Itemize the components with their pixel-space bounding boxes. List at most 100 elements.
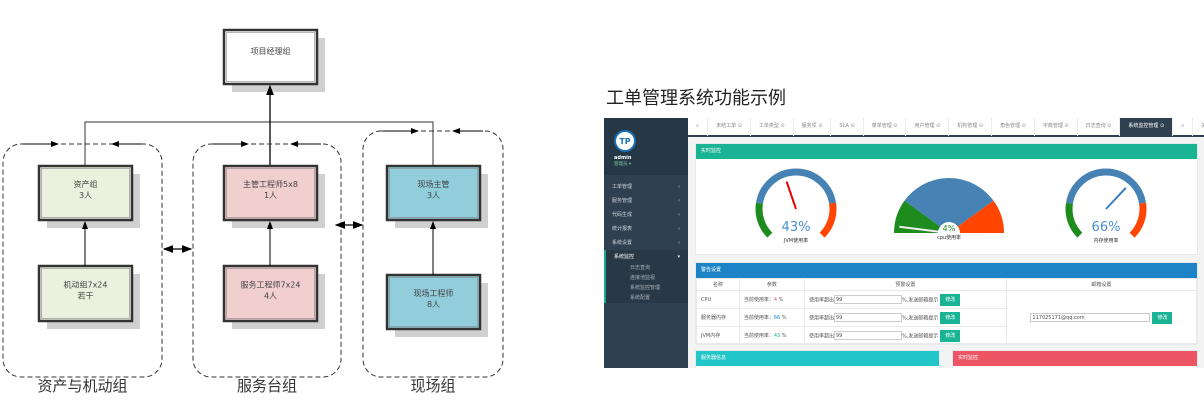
tab[interactable]: 机构管理 ⊙ — [949, 118, 993, 136]
box-lower-text: 机动组7x24 — [63, 280, 107, 290]
gauge-hub — [938, 222, 960, 244]
gauge-needle — [785, 181, 797, 210]
gauge-label: 内存使用率 — [1093, 237, 1118, 244]
chevron-icon: ‹ — [678, 225, 680, 232]
threshold-input[interactable]: 99 — [833, 313, 902, 322]
username: admin — [614, 155, 632, 161]
email-input[interactable]: 117025171@qq.com — [1030, 313, 1151, 322]
sidebar-item[interactable]: 代码生成 ‹ — [604, 208, 688, 221]
box-lower-text: 若干 — [78, 291, 94, 301]
submenu-item[interactable]: 系统配置 — [604, 293, 688, 303]
gauge-green-band — [755, 202, 773, 238]
param-label: 当前使用率： — [743, 333, 774, 339]
column-header: 名称 — [696, 278, 740, 291]
gauge-red-band — [1129, 202, 1147, 238]
submenu-item[interactable]: 日志查询 — [604, 263, 688, 273]
box-upper-text: 主管工程师5x8 — [243, 179, 298, 189]
gauge-blue-band — [904, 178, 994, 235]
sidebar-item[interactable]: 系统监控 ▾ — [604, 250, 688, 263]
sidebar-item-label: 系统监控 — [614, 254, 635, 260]
row-param: 当前使用率：43 % — [738, 326, 805, 345]
sidebar-item[interactable]: 系统设置‹ — [604, 236, 688, 249]
modify-button[interactable]: 修改 — [940, 329, 961, 342]
box-upper — [222, 164, 319, 222]
box-upper-text: 3人 — [79, 191, 92, 200]
chevron-icon: ▾ — [677, 253, 680, 260]
app-screenshot: TP admin 管理员 ▾ 工单管理‹服务管理‹代码生成‹统计报表‹系统设置‹… — [604, 118, 1204, 368]
tab[interactable]: 角色管理 ⊙ — [992, 118, 1035, 136]
tab[interactable]: 服务项 ⊙ — [794, 118, 832, 136]
tab[interactable]: 工单类型 ⊙ — [751, 118, 794, 136]
submenu-item[interactable]: 系统监控管理 — [604, 283, 688, 293]
tab[interactable]: 系统监控管理 ⊙ — [1120, 118, 1174, 136]
tab[interactable]: 关闭操作 ▾ — [1193, 118, 1204, 136]
column-header: 邮箱设置 — [1005, 278, 1198, 291]
sidebar-item-label: 统计报表 — [612, 226, 633, 232]
tab[interactable]: « — [688, 118, 709, 136]
modify-button[interactable]: 修改 — [940, 293, 961, 306]
gauge-value: 66% — [1092, 220, 1121, 235]
sidebar: TP admin 管理员 ▾ 工单管理‹服务管理‹代码生成‹统计报表‹系统设置‹… — [604, 118, 688, 368]
gauge-red-band — [819, 202, 837, 238]
chevron-icon: ‹ — [678, 197, 680, 204]
sidebar-item-label: 系统设置 — [612, 240, 633, 246]
threshold-input[interactable]: 99 — [833, 295, 902, 304]
sidebar-item[interactable]: 统计报表 ‹ — [604, 222, 688, 235]
group-boundary — [192, 143, 342, 378]
box-upper-text: 资产组 — [74, 179, 98, 189]
section-title: 工单管理系统功能示例 — [606, 88, 786, 109]
usage-value: 4 — [773, 297, 778, 303]
gauge-label: JVM使用率 — [783, 237, 808, 244]
box-lower — [222, 264, 319, 323]
param-label: 当前使用率： — [743, 315, 774, 321]
submenu-item[interactable]: 连接池监视 — [604, 273, 688, 283]
box-upper — [37, 164, 134, 222]
role-dropdown[interactable]: 管理员 ▾ — [614, 162, 632, 167]
logo: TP — [614, 130, 636, 152]
tab[interactable]: 未结工单 ⊙ — [708, 118, 751, 136]
box-project-manager-inner — [226, 32, 315, 82]
sidebar-item[interactable]: 工单管理‹ — [604, 180, 688, 193]
tab[interactable]: 菜单管理 ⊙ — [864, 118, 907, 136]
modify-button[interactable]: 修改 — [940, 311, 961, 324]
group-label: 现场组 — [410, 377, 455, 395]
server-info-header: 服务器信息 — [696, 351, 939, 366]
threshold-suffix: %,发送邮箱提示 — [901, 315, 939, 321]
realtime-panel: 实时监控 — [952, 350, 1198, 368]
box-upper-inner — [41, 168, 130, 218]
tab[interactable]: » — [1173, 118, 1194, 136]
gauge-blue-band — [755, 168, 837, 204]
gauge-red-band — [947, 200, 1004, 236]
sidebar-item-label: 代码生成 — [612, 212, 633, 218]
tab[interactable]: SLA ⊙ — [831, 118, 864, 136]
tab[interactable]: 字典管理 ⊙ — [1035, 118, 1078, 136]
box-upper-inner — [226, 168, 315, 218]
param-label: 当前使用率： — [743, 297, 774, 303]
sidebar-item[interactable]: 服务管理‹ — [604, 194, 688, 207]
threshold-suffix: %,发送邮箱提示 — [901, 297, 939, 303]
gauge-needle — [1105, 187, 1127, 210]
profile: TP admin 管理员 ▾ — [604, 118, 688, 175]
gauge-green-band — [894, 200, 951, 236]
email-modify-button[interactable]: 修改 — [1152, 311, 1173, 324]
box-lower-inner — [41, 268, 130, 319]
monitor-panel-header: 实时监控 — [696, 144, 1197, 159]
tab-bar: «未结工单 ⊙工单类型 ⊙服务项 ⊙SLA ⊙菜单管理 ⊙用户管理 ⊙机构管理 … — [688, 118, 1204, 137]
chevron-icon: ‹ — [678, 183, 680, 190]
threshold-input[interactable]: 99 — [833, 331, 902, 340]
tab[interactable]: 用户管理 ⊙ — [906, 118, 950, 136]
column-header: 参数 — [738, 278, 805, 291]
chevron-icon: ‹ — [678, 211, 680, 218]
tab[interactable]: 日志查询 ⊙ — [1078, 118, 1121, 136]
column-header: 预警设置 — [803, 278, 1007, 291]
row-name: JVM内存 — [696, 326, 740, 345]
gauge-value: 43% — [782, 220, 811, 235]
threshold-suffix: %,发送邮箱提示 — [901, 333, 939, 339]
gauge-blue-band — [1065, 168, 1147, 204]
box-lower-inner — [226, 268, 315, 319]
